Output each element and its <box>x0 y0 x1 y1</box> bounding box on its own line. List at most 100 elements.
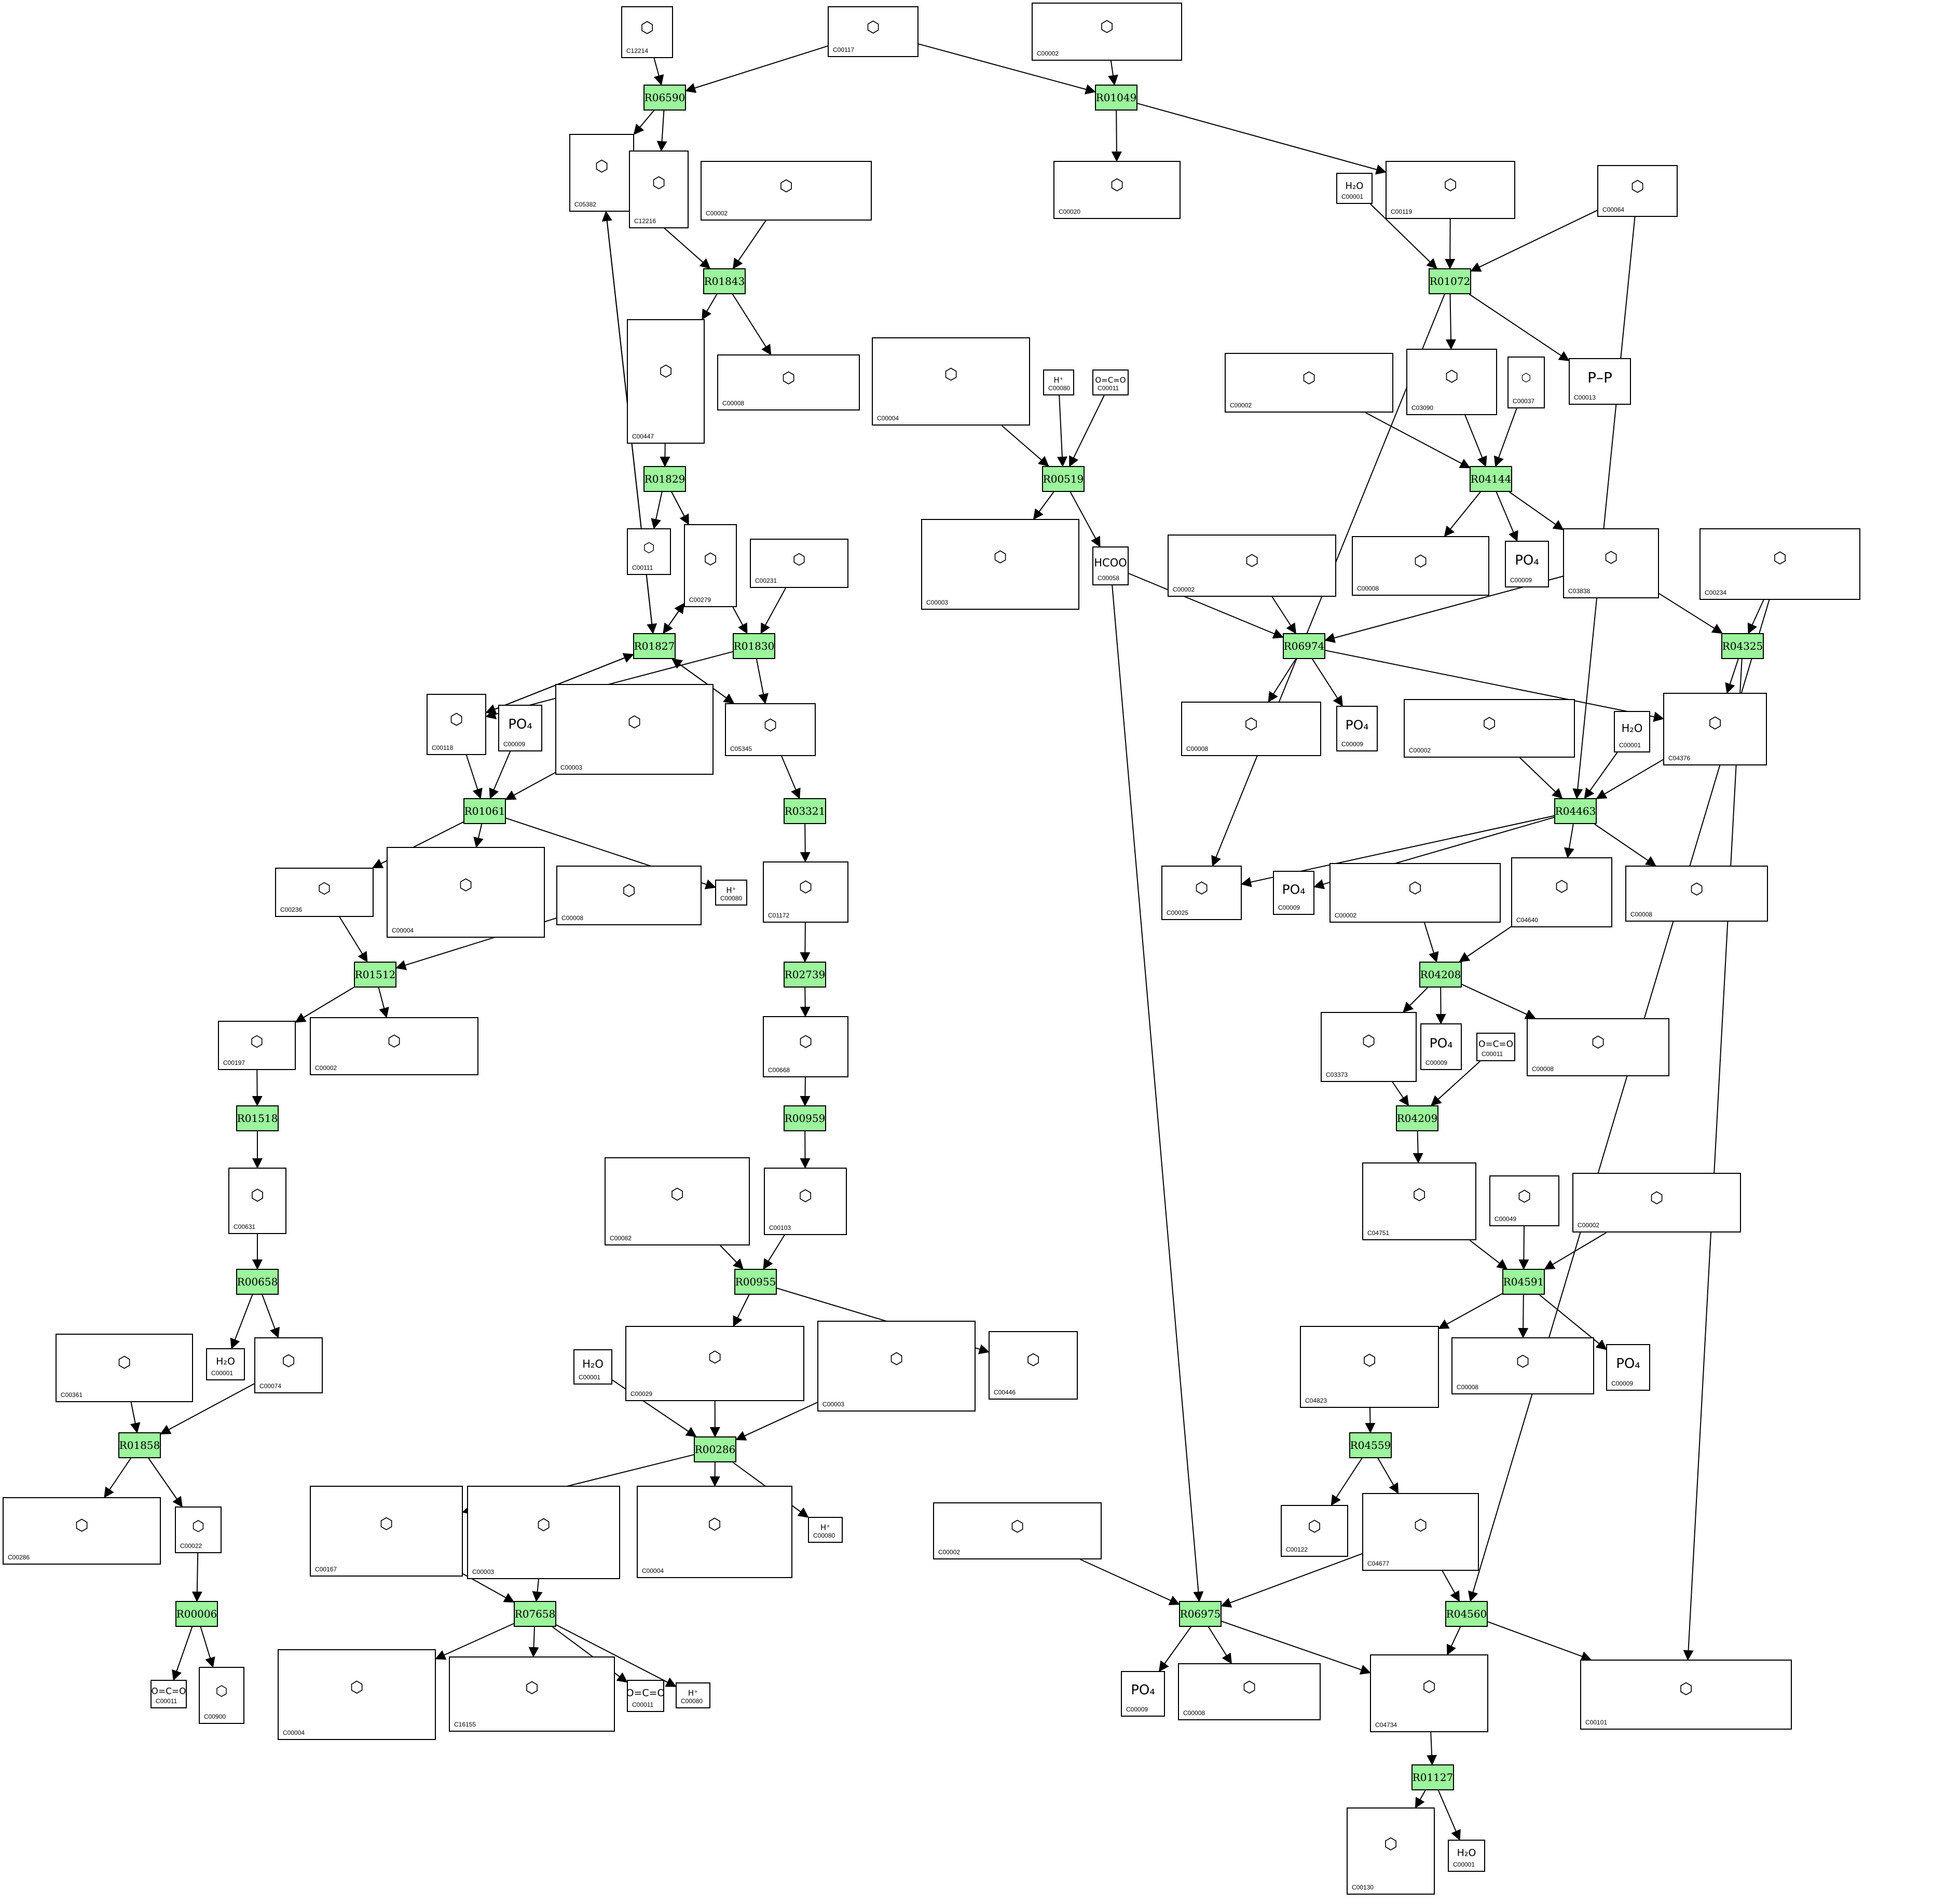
compound-node-c00037[interactable]: ⬡C00037 <box>1507 357 1545 408</box>
reaction-node-r04325[interactable]: R04325 <box>1721 633 1764 659</box>
compound-node-c00130[interactable]: ⬡C00130 <box>1347 1807 1435 1895</box>
reaction-node-r01512[interactable]: R01512 <box>354 962 396 988</box>
compound-node-c00008[interactable]: ⬡C00008 <box>1181 702 1321 756</box>
reaction-node-r00959[interactable]: R00959 <box>784 1105 826 1131</box>
compound-node-c00004[interactable]: ⬡C00004 <box>278 1649 436 1740</box>
compound-node-c04376[interactable]: ⬡C04376 <box>1663 693 1767 765</box>
compound-node-c03838[interactable]: ⬡C03838 <box>1563 528 1659 598</box>
compound-node-c00002[interactable]: ⬡C00002 <box>1329 863 1501 923</box>
reaction-node-r00286[interactable]: R00286 <box>694 1436 736 1462</box>
compound-node-c12216[interactable]: ⬡C12216 <box>629 150 689 228</box>
compound-node-c04751[interactable]: ⬡C04751 <box>1362 1162 1476 1240</box>
reaction-node-r00006[interactable]: R00006 <box>175 1601 218 1627</box>
reaction-node-r04591[interactable]: R04591 <box>1502 1269 1545 1295</box>
reaction-node-r06975[interactable]: R06975 <box>1179 1601 1222 1627</box>
reaction-node-r04463[interactable]: R04463 <box>1554 798 1597 824</box>
compound-node-c00002[interactable]: ⬡C00002 <box>701 161 872 221</box>
compound-node-c00631[interactable]: ⬡C00631 <box>228 1168 286 1234</box>
compound-node-c00003[interactable]: ⬡C00003 <box>817 1321 976 1412</box>
reaction-node-r01072[interactable]: R01072 <box>1429 268 1471 294</box>
compound-node-c00002[interactable]: ⬡C00002 <box>310 1017 478 1075</box>
compound-node-c00900[interactable]: ⬡C00900 <box>199 1667 244 1724</box>
reaction-node-r01829[interactable]: R01829 <box>643 466 686 492</box>
compound-node-c12214[interactable]: ⬡C12214 <box>621 6 673 58</box>
compound-node-c00003[interactable]: ⬡C00003 <box>467 1486 620 1579</box>
compound-node-c00101[interactable]: ⬡C00101 <box>1580 1660 1792 1730</box>
compound-node-c00197[interactable]: ⬡C00197 <box>218 1021 296 1070</box>
compound-node-c01172[interactable]: ⬡C01172 <box>763 861 848 923</box>
compound-node-c00002[interactable]: ⬡C00002 <box>1572 1173 1741 1232</box>
compound-node-c04823[interactable]: ⬡C04823 <box>1300 1326 1439 1408</box>
compound-node-c00231[interactable]: ⬡C00231 <box>750 539 848 588</box>
compound-node-c00004[interactable]: ⬡C00004 <box>637 1486 792 1578</box>
reaction-node-r01061[interactable]: R01061 <box>463 798 506 824</box>
compound-node-c00074[interactable]: ⬡C00074 <box>254 1337 323 1393</box>
reaction-node-r00519[interactable]: R00519 <box>1042 466 1085 492</box>
compound-node-c00049[interactable]: ⬡C00049 <box>1489 1175 1559 1226</box>
compound-node-c00002[interactable]: ⬡C00002 <box>933 1502 1102 1559</box>
compound-node-c16155[interactable]: ⬡C16155 <box>449 1656 615 1732</box>
compound-node-c00025[interactable]: ⬡C00025 <box>1161 866 1242 920</box>
compound-node-c00119[interactable]: ⬡C00119 <box>1386 161 1515 219</box>
compound-node-c00122[interactable]: ⬡C00122 <box>1281 1505 1348 1557</box>
compound-node-c00279[interactable]: ⬡C00279 <box>684 524 737 607</box>
compound-node-c00002[interactable]: ⬡C00002 <box>1168 535 1336 597</box>
compound-node-c00111[interactable]: ⬡C00111 <box>627 528 671 575</box>
compound-node-c00002[interactable]: ⬡C00002 <box>1404 699 1575 758</box>
compound-node-c00004[interactable]: ⬡C00004 <box>387 847 545 938</box>
reaction-node-r07658[interactable]: R07658 <box>514 1601 556 1627</box>
compound-node-c04734[interactable]: ⬡C04734 <box>1370 1654 1488 1732</box>
compound-node-c00236[interactable]: ⬡C00236 <box>275 868 374 917</box>
compound-node-c00082[interactable]: ⬡C00082 <box>605 1157 750 1245</box>
compound-node-c00080[interactable]: H⁺C00080 <box>1043 369 1074 395</box>
compound-node-c03373[interactable]: ⬡C03373 <box>1321 1012 1417 1082</box>
compound-node-c00003[interactable]: ⬡C00003 <box>555 684 714 775</box>
compound-node-c00286[interactable]: ⬡C00286 <box>3 1497 161 1565</box>
reaction-node-r01518[interactable]: R01518 <box>236 1105 279 1131</box>
reaction-node-r01049[interactable]: R01049 <box>1095 85 1137 111</box>
reaction-node-r04209[interactable]: R04209 <box>1396 1105 1438 1131</box>
reaction-node-r01858[interactable]: R01858 <box>118 1432 161 1458</box>
compound-node-c05382[interactable]: ⬡C05382 <box>569 134 634 212</box>
compound-node-c04640[interactable]: ⬡C04640 <box>1511 857 1612 927</box>
compound-node-c00064[interactable]: ⬡C00064 <box>1597 165 1678 217</box>
compound-node-c00080[interactable]: H⁺C00080 <box>676 1682 710 1708</box>
compound-node-c00022[interactable]: ⬡C00022 <box>175 1506 222 1553</box>
compound-node-c00080[interactable]: H⁺C00080 <box>808 1517 843 1543</box>
reaction-node-r04560[interactable]: R04560 <box>1445 1601 1488 1627</box>
compound-node-c00029[interactable]: ⬡C00029 <box>625 1326 804 1401</box>
compound-node-c00008[interactable]: ⬡C00008 <box>717 354 860 410</box>
reaction-node-r01830[interactable]: R01830 <box>733 633 775 659</box>
compound-node-c00004[interactable]: ⬡C00004 <box>872 337 1030 426</box>
compound-node-c00446[interactable]: ⬡C00446 <box>989 1331 1078 1400</box>
compound-node-c00008[interactable]: ⬡C00008 <box>1352 536 1489 596</box>
compound-node-c00118[interactable]: ⬡C00118 <box>427 694 486 755</box>
compound-node-c00447[interactable]: ⬡C00447 <box>627 319 705 444</box>
compound-node-c00103[interactable]: ⬡C00103 <box>764 1168 847 1235</box>
compound-node-c04677[interactable]: ⬡C04677 <box>1362 1493 1479 1571</box>
compound-node-c00008[interactable]: ⬡C00008 <box>1178 1663 1321 1720</box>
reaction-node-r03321[interactable]: R03321 <box>784 798 826 824</box>
reaction-node-r02739[interactable]: R02739 <box>784 962 826 988</box>
reaction-node-r01827[interactable]: R01827 <box>633 633 676 659</box>
reaction-node-r00955[interactable]: R00955 <box>734 1269 777 1295</box>
reaction-node-r00658[interactable]: R00658 <box>236 1269 279 1295</box>
compound-node-c00361[interactable]: ⬡C00361 <box>56 1334 193 1402</box>
compound-node-c00008[interactable]: ⬡C00008 <box>1451 1337 1594 1394</box>
reaction-node-r06974[interactable]: R06974 <box>1283 633 1325 659</box>
compound-node-c00234[interactable]: ⬡C00234 <box>1699 528 1860 600</box>
compound-node-c05345[interactable]: ⬡C05345 <box>725 703 816 756</box>
